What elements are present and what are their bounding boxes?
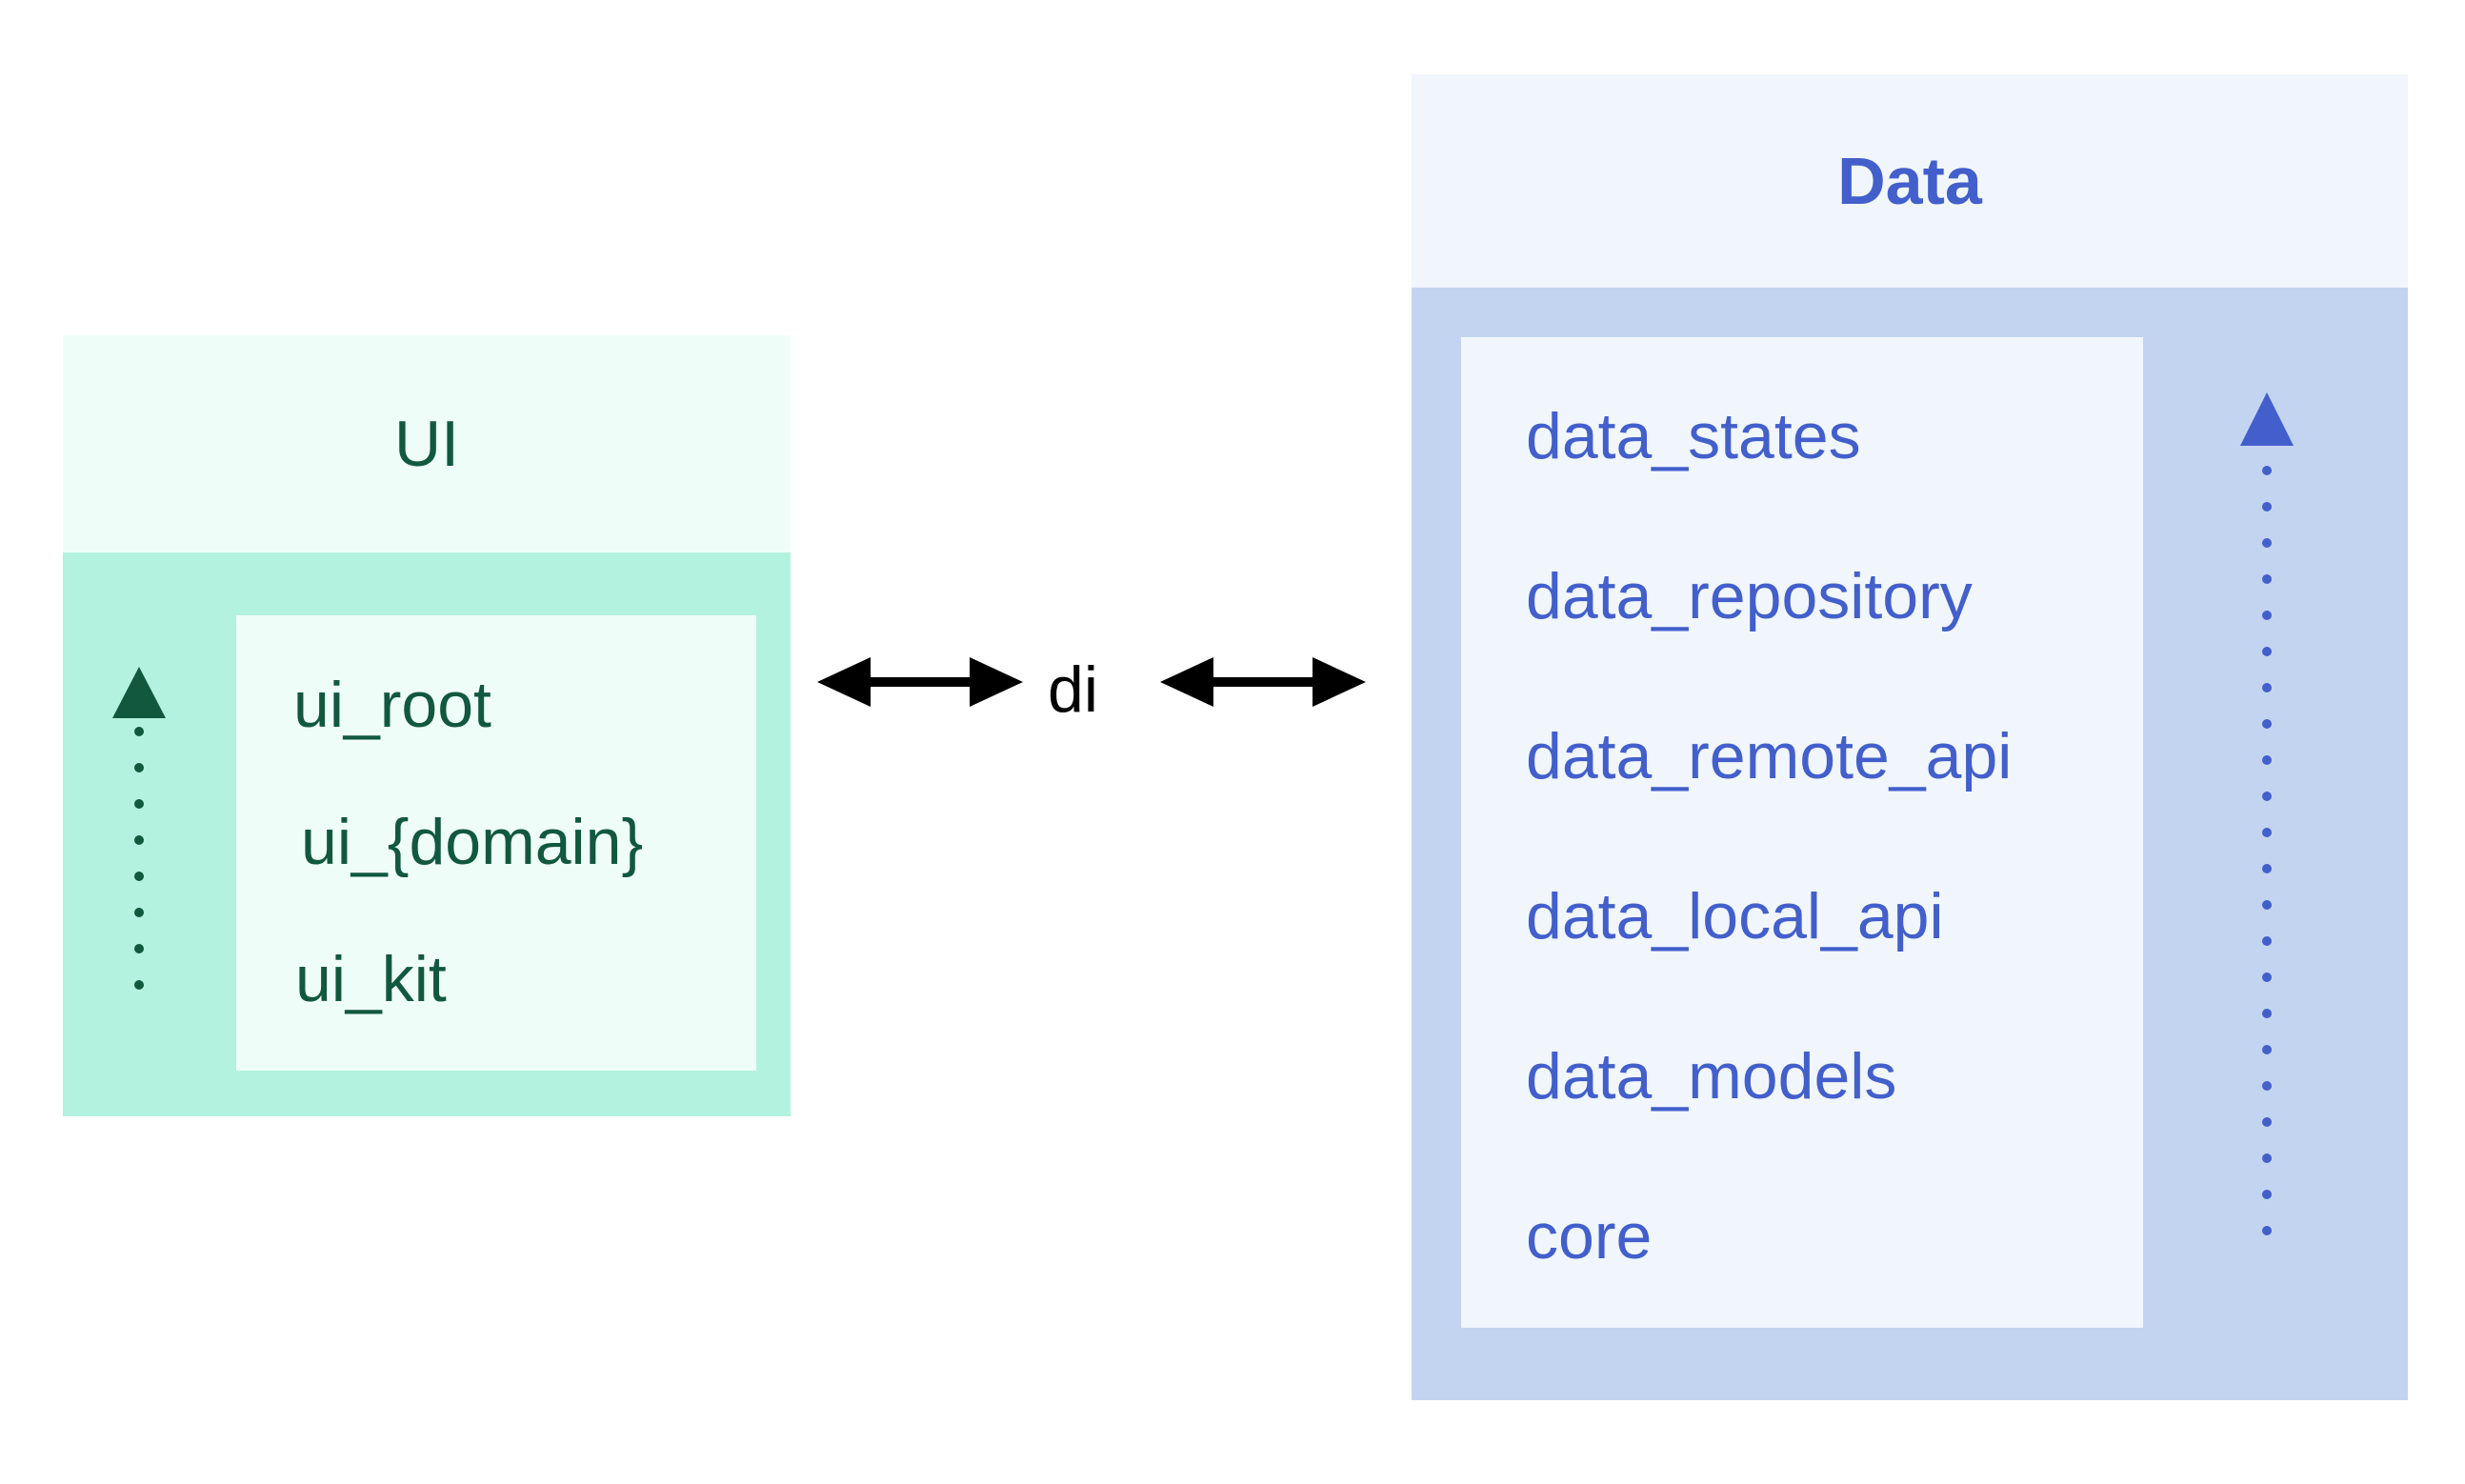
ui-item-kit: ui_kit <box>295 943 447 1015</box>
ui-item-root: ui_root <box>293 669 491 741</box>
data-item-remote-api: data_remote_api <box>1526 720 2013 792</box>
data-item-models: data_models <box>1526 1040 1897 1113</box>
data-title: Data <box>1837 144 1982 218</box>
data-module-list <box>1461 337 2143 1328</box>
di-label: di <box>1048 653 1098 726</box>
ui-item-domain: ui_{domain} <box>301 806 644 878</box>
ui-header: UI <box>63 335 791 552</box>
ui-title: UI <box>394 408 459 480</box>
data-header: Data <box>1412 74 2408 288</box>
data-item-local-api: data_local_api <box>1526 880 1944 953</box>
ui-module-list <box>236 615 756 1071</box>
data-item-core: core <box>1526 1200 1653 1273</box>
left-double-arrow <box>817 657 1023 707</box>
data-item-states: data_states <box>1526 400 1861 472</box>
data-item-repository: data_repository <box>1526 560 1973 632</box>
right-double-arrow <box>1160 657 1366 707</box>
